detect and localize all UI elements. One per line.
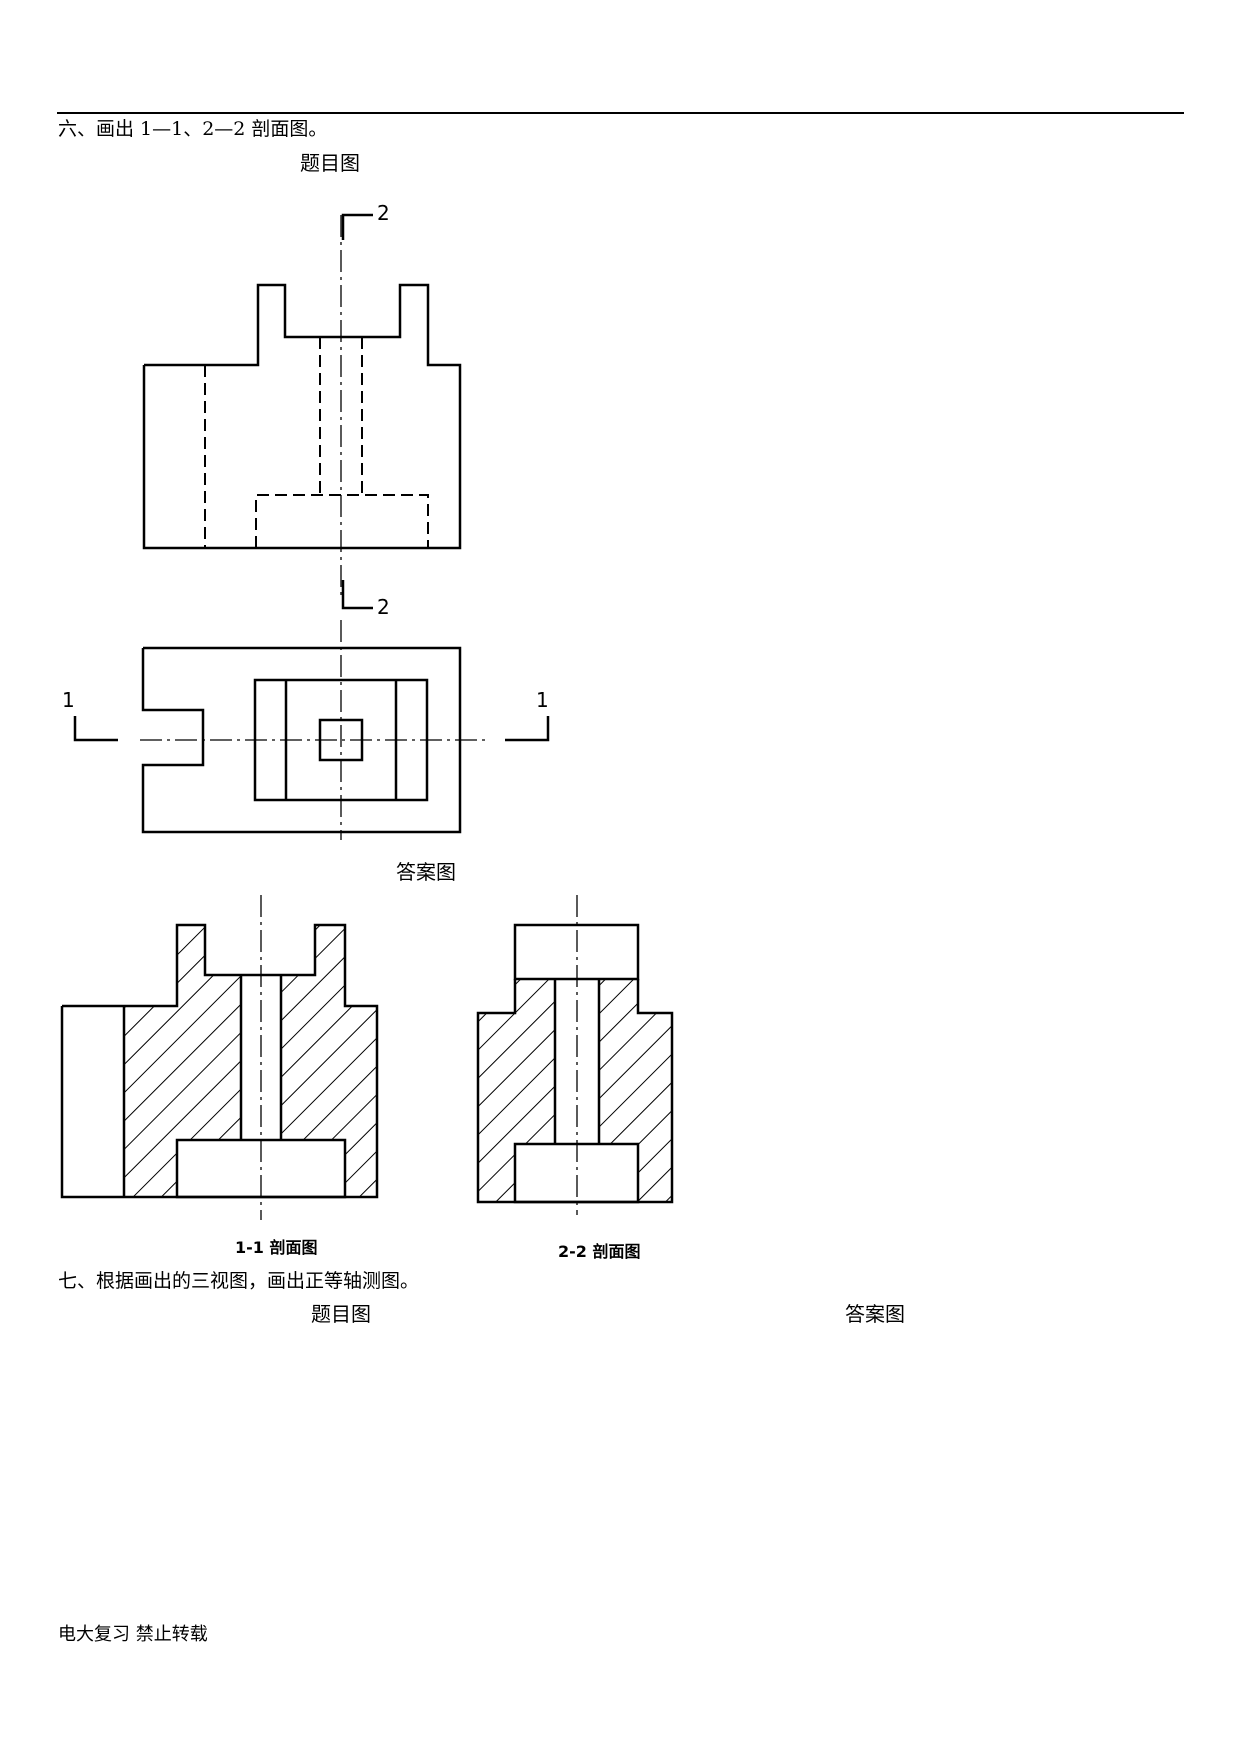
header-rule (57, 112, 1184, 114)
footer-note: 电大复习 禁止转载 (58, 1624, 208, 1645)
section-1-1 (60, 895, 379, 1220)
cut2-bottom-label: 2 (377, 595, 390, 619)
q6-answer-caption: 答案图 (396, 860, 456, 884)
q7-heading: 七、根据画出的三视图，画出正等轴测图。 (58, 1270, 420, 1292)
q7-answer-caption: 答案图 (845, 1302, 905, 1326)
plan-view-outline (141, 646, 462, 834)
section-2-label: 2-2 剖面图 (558, 1242, 640, 1261)
section-2-2 (476, 895, 674, 1215)
q6-heading: 六、画出 1—1、2—2 剖面图。 (58, 118, 328, 140)
cut1-left-label: 1 (62, 688, 75, 712)
front-view-outline (142, 283, 462, 550)
q7-question-caption: 题目图 (311, 1302, 371, 1326)
cut1-right-label: 1 (536, 688, 549, 712)
q6-question-caption: 题目图 (300, 151, 360, 175)
section-1-label: 1-1 剖面图 (235, 1238, 317, 1257)
cut2-top-label: 2 (377, 201, 390, 225)
